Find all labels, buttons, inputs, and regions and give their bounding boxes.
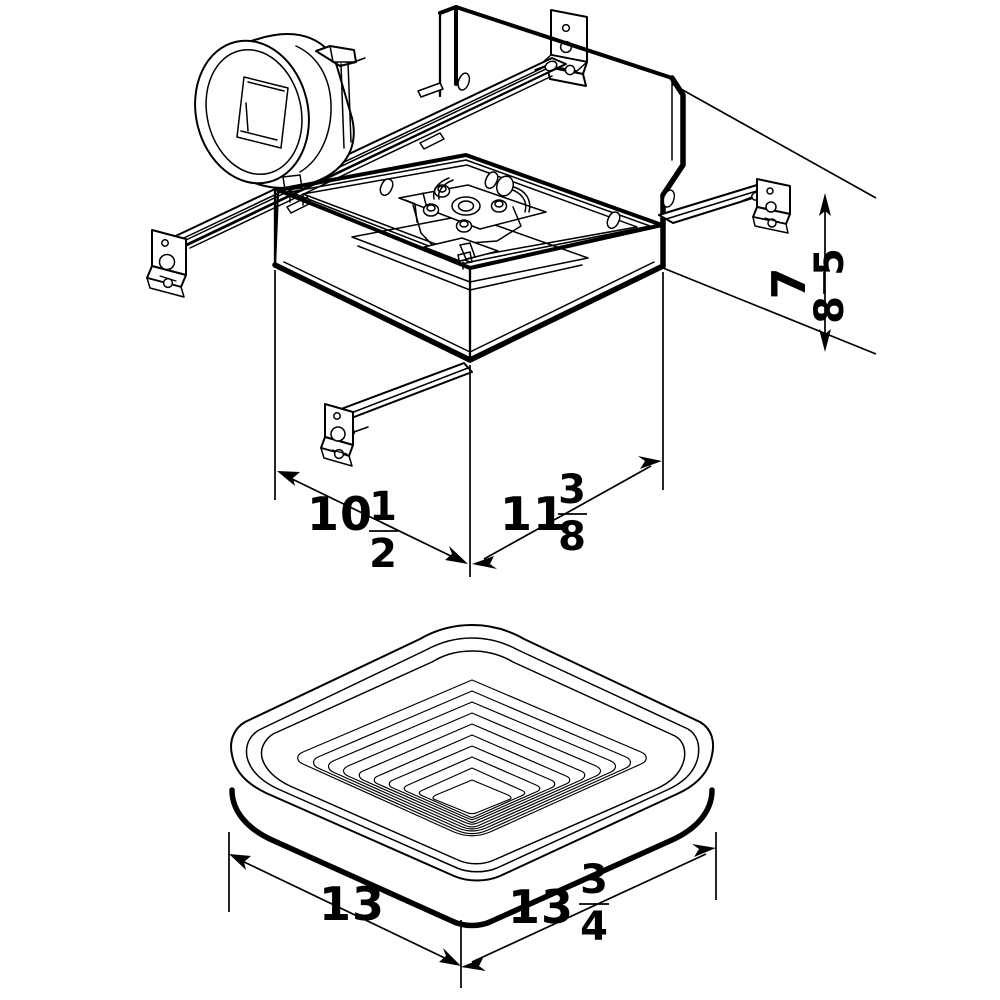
grille-louver-ring-11 — [418, 767, 526, 819]
grille-louver-ring-3 — [297, 679, 647, 837]
dimension-housing-height: 7 5 8 — [662, 83, 877, 355]
dim-height-denominator: 8 — [807, 296, 853, 324]
dimension-housing-depth: 10 1 2 — [274, 270, 471, 577]
wiring-box — [423, 237, 499, 270]
grille-louver-ring-2 — [260, 650, 686, 865]
grille-louver-ring-9 — [388, 745, 556, 823]
grille-louver-ring-4 — [312, 690, 632, 835]
dimension-housing-width-label: 11 3 8 — [500, 467, 587, 560]
grille-louver-ring-7 — [358, 723, 586, 828]
grille-louver-ring-5 — [327, 701, 617, 832]
grille-louver-ring-8 — [373, 734, 571, 825]
mounting-bracket-right — [752, 178, 791, 234]
dim-height-whole: 7 — [762, 266, 816, 299]
grille-louver-ring-10 — [403, 756, 541, 821]
mounting-bracket-left — [146, 229, 187, 298]
dim-width-whole: 11 — [500, 487, 566, 541]
grille-outer-shell-bottom — [229, 787, 715, 929]
round-duct-collar — [194, 33, 357, 191]
dim-grille-width-whole: 13 — [508, 880, 574, 934]
dim-depth-denominator: 2 — [369, 531, 397, 577]
dim-grille-depth-label: 13 — [319, 877, 385, 931]
dimension-grille-width: 13 3 4 — [461, 832, 717, 971]
dimension-grille-depth: 13 — [228, 832, 462, 988]
dim-depth-numerator: 1 — [369, 484, 397, 530]
grille-center-panel — [432, 779, 512, 815]
dimension-housing-width: 11 3 8 — [472, 272, 664, 569]
grille-louver-ring-1 — [245, 637, 700, 873]
dim-width-numerator: 3 — [558, 467, 586, 513]
motor-plate — [398, 175, 547, 251]
dim-depth-whole: 10 — [307, 487, 373, 541]
fan-housing-assembly — [146, 5, 791, 467]
grille-louver-rings — [297, 679, 647, 837]
damper-flap — [236, 76, 289, 149]
dim-grille-width-numerator: 3 — [580, 857, 608, 903]
dimension-grille-width-label: 13 3 4 — [508, 857, 609, 950]
hanger-bar-upper — [162, 57, 567, 253]
dim-grille-width-denominator: 4 — [580, 904, 608, 950]
grille-cover-assembly — [229, 624, 715, 929]
dimension-housing-height-label: 7 5 8 — [762, 248, 853, 324]
mounting-bracket-lower-left — [320, 403, 354, 467]
grille-louver-ring-6 — [342, 712, 602, 830]
dim-width-denominator: 8 — [558, 514, 586, 560]
dimension-housing-depth-label: 10 1 2 — [307, 484, 398, 577]
dim-height-numerator: 5 — [807, 248, 853, 276]
housing-box — [272, 153, 666, 363]
